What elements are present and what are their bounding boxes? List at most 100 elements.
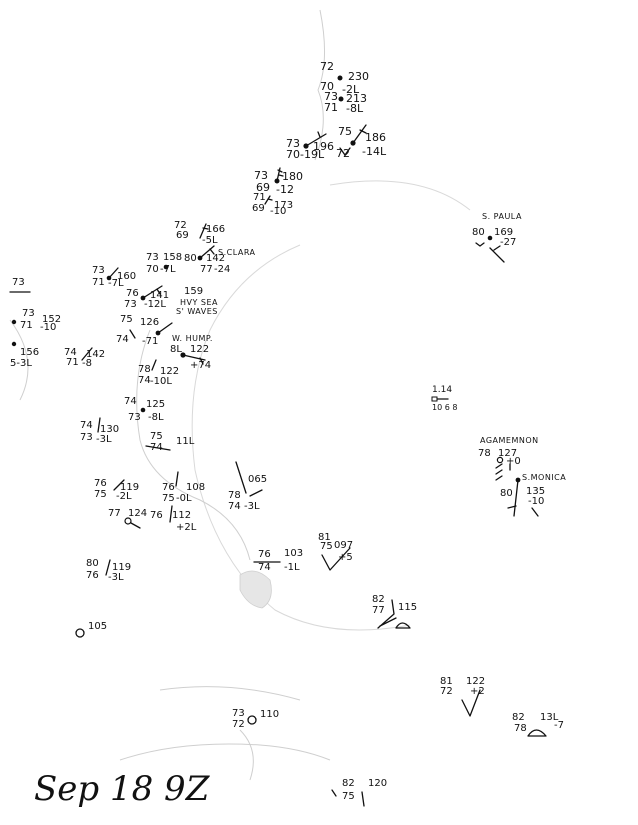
svg-text:-7L: -7L bbox=[108, 278, 124, 289]
station-obs-30: 81 097 75 +5 bbox=[318, 532, 353, 571]
svg-text:+5: +5 bbox=[338, 552, 353, 563]
svg-text:-24: -24 bbox=[214, 264, 230, 275]
svg-text:169: 169 bbox=[494, 227, 513, 238]
svg-text:-7: -7 bbox=[554, 720, 564, 731]
svg-text:75: 75 bbox=[338, 125, 352, 138]
svg-text:127: 127 bbox=[498, 448, 517, 459]
station-obs-23: 76 119 75 -2L bbox=[94, 478, 139, 502]
svg-text:-3L: -3L bbox=[244, 501, 260, 512]
station-obs-35: AGAMEMNON 78 127 +0 bbox=[478, 436, 539, 481]
ship-label-agamemnon: AGAMEMNON bbox=[480, 436, 539, 445]
svg-text:+74: +74 bbox=[190, 360, 211, 371]
station-obs-27: 76 112 +2L bbox=[150, 505, 197, 533]
svg-text:152: 152 bbox=[42, 314, 61, 325]
svg-text:76: 76 bbox=[94, 478, 107, 489]
svg-text:74: 74 bbox=[64, 347, 77, 358]
svg-text:76: 76 bbox=[150, 510, 163, 521]
svg-text:73: 73 bbox=[92, 265, 105, 276]
svg-text:+2L: +2L bbox=[176, 522, 197, 533]
svg-text:80: 80 bbox=[86, 558, 99, 569]
station-dot bbox=[337, 75, 343, 81]
background-geography bbox=[9, 9, 471, 781]
svg-text:73: 73 bbox=[286, 137, 300, 150]
svg-text:108: 108 bbox=[186, 482, 205, 493]
svg-text:+0: +0 bbox=[506, 456, 521, 467]
svg-text:70: 70 bbox=[286, 148, 300, 161]
station-obs-25: 065 78 74 -3L bbox=[228, 461, 267, 512]
svg-text:76: 76 bbox=[126, 288, 139, 299]
svg-text:-7L: -7L bbox=[160, 264, 176, 275]
svg-text:103: 103 bbox=[284, 548, 303, 559]
svg-text:76: 76 bbox=[162, 482, 175, 493]
station-obs-8: 73 158 70 -7L bbox=[146, 252, 182, 275]
svg-text:73: 73 bbox=[80, 432, 93, 443]
svg-text:135: 135 bbox=[526, 486, 545, 497]
svg-text:74: 74 bbox=[124, 396, 137, 407]
station-obs-19: 78 122 74 -10L bbox=[138, 359, 179, 387]
svg-text:-3L: -3L bbox=[96, 434, 112, 445]
station-obs-9: 80 142 77 -24 S.CLARA bbox=[184, 245, 256, 275]
svg-text:74: 74 bbox=[228, 501, 241, 512]
station-obs-24: 76 108 75 -0L bbox=[162, 471, 205, 504]
station-obs-13: 73 152 71 -10 bbox=[11, 308, 61, 333]
station-obs-33: S. PAULA 80 169 -27 bbox=[472, 212, 521, 263]
remark-hvy-sea: HVY SEA bbox=[180, 298, 218, 307]
svg-text:73: 73 bbox=[232, 708, 245, 719]
svg-text:-19L: -19L bbox=[300, 148, 325, 161]
svg-text:160: 160 bbox=[117, 271, 136, 282]
svg-text:122: 122 bbox=[160, 366, 179, 377]
svg-text:72: 72 bbox=[232, 719, 245, 730]
svg-text:82: 82 bbox=[342, 778, 355, 789]
svg-text:75: 75 bbox=[162, 493, 175, 504]
svg-text:75: 75 bbox=[120, 314, 133, 325]
station-obs-36: S.MONICA 80 135 -10 bbox=[500, 473, 566, 517]
svg-text:69: 69 bbox=[176, 230, 189, 241]
svg-text:73: 73 bbox=[22, 308, 35, 319]
svg-text:119: 119 bbox=[120, 482, 139, 493]
svg-text:72: 72 bbox=[336, 147, 350, 160]
station-obs-15: 73 bbox=[9, 277, 31, 293]
svg-text:-2L: -2L bbox=[116, 491, 132, 502]
svg-text:130: 130 bbox=[100, 424, 119, 435]
svg-text:125: 125 bbox=[146, 399, 165, 410]
svg-text:-0L: -0L bbox=[176, 493, 192, 504]
svg-text:74: 74 bbox=[80, 420, 93, 431]
svg-text:77: 77 bbox=[372, 605, 385, 616]
svg-text:77: 77 bbox=[108, 508, 121, 519]
svg-text:158: 158 bbox=[163, 252, 182, 263]
station-obs-37: 81 122 72 +2 bbox=[440, 676, 485, 717]
svg-text:69: 69 bbox=[256, 181, 270, 194]
svg-text:-12: -12 bbox=[276, 183, 294, 196]
svg-text:1.14: 1.14 bbox=[432, 385, 452, 395]
station-obs-28: 80 119 76 -3L bbox=[86, 558, 131, 583]
ship-label-w-hump: W. HUMP. bbox=[172, 334, 213, 343]
station-obs-20: 74 125 73 -8L bbox=[124, 396, 165, 423]
svg-text:72: 72 bbox=[320, 60, 334, 73]
svg-text:78: 78 bbox=[138, 364, 151, 375]
svg-text:-10: -10 bbox=[528, 496, 544, 507]
svg-text:71: 71 bbox=[20, 320, 33, 331]
svg-text:112: 112 bbox=[172, 510, 191, 521]
svg-text:76: 76 bbox=[258, 549, 271, 560]
svg-text:5-3L: 5-3L bbox=[10, 358, 32, 369]
station-obs-7: 72 166 69 -5L bbox=[174, 220, 225, 246]
svg-text:-1L: -1L bbox=[284, 562, 300, 573]
station-obs-1: 72 230 70 -2L bbox=[320, 60, 369, 96]
svg-text:142: 142 bbox=[86, 349, 105, 360]
ship-label-s-clara: S.CLARA bbox=[218, 248, 256, 257]
svg-text:76: 76 bbox=[86, 570, 99, 581]
svg-text:119: 119 bbox=[112, 562, 131, 573]
station-obs-40: 82 120 75 bbox=[331, 778, 387, 807]
svg-text:77: 77 bbox=[200, 264, 213, 275]
svg-text:-8: -8 bbox=[82, 358, 92, 369]
svg-text:097: 097 bbox=[334, 540, 353, 551]
svg-text:180: 180 bbox=[282, 170, 303, 183]
svg-text:173: 173 bbox=[274, 200, 293, 211]
svg-text:75: 75 bbox=[150, 431, 163, 442]
island-shape bbox=[239, 570, 272, 609]
station-obs-39: 73 72 110 bbox=[232, 708, 279, 730]
svg-text:73: 73 bbox=[324, 90, 338, 103]
svg-text:122: 122 bbox=[466, 676, 485, 687]
station-obs-18: W. HUMP. 8L 122 +74 bbox=[170, 334, 213, 371]
